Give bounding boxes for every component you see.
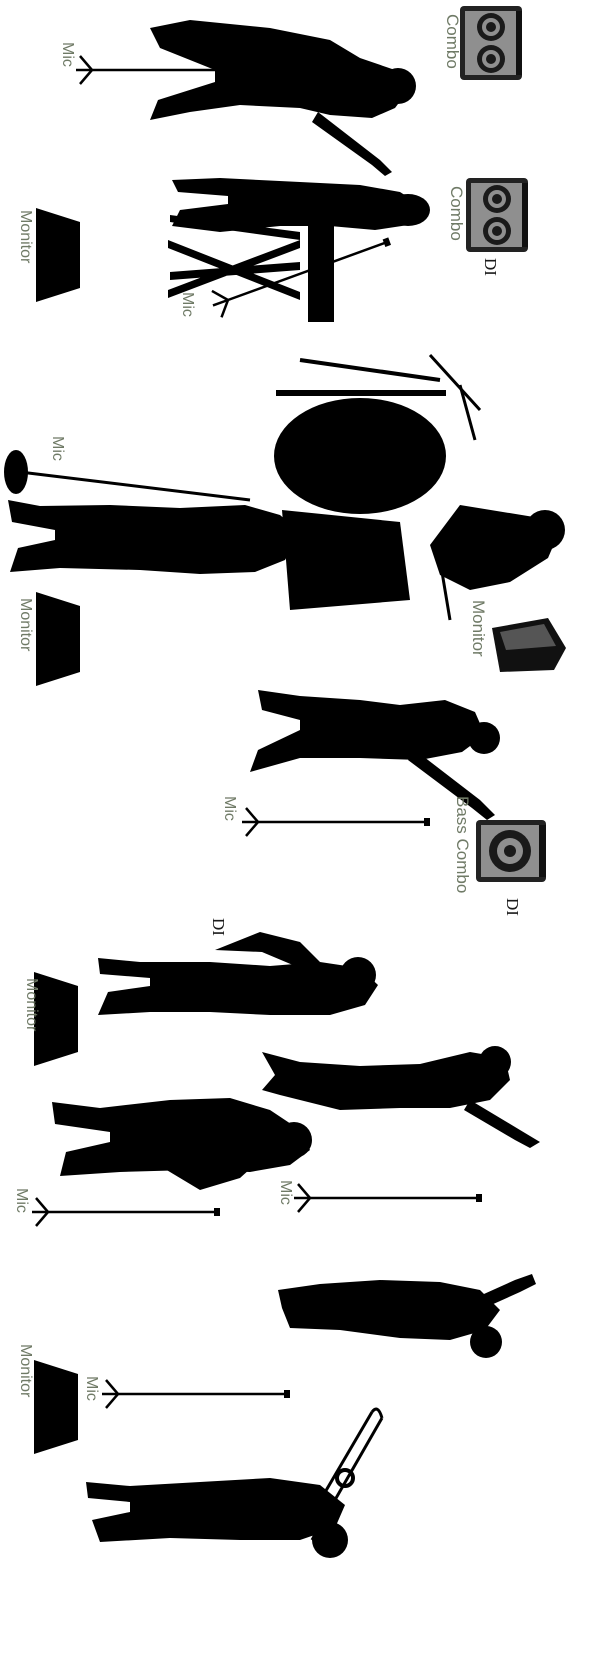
mic-label: Mic <box>178 292 196 317</box>
drum-kit-icon <box>274 355 565 620</box>
floor-wedge-monitor-icon <box>34 972 78 1066</box>
di-label: DI <box>208 918 228 936</box>
floor-wedge-monitor-icon <box>36 592 80 686</box>
floor-wedge-monitor-icon <box>34 1360 78 1454</box>
di-label: DI <box>502 898 522 916</box>
trumpet-player-icon <box>278 1274 536 1358</box>
combo-amp-icon <box>466 178 528 252</box>
guitar-player-1-icon <box>150 20 416 176</box>
mic-stand-icon <box>294 1184 482 1212</box>
mic-label: Mic <box>58 42 76 67</box>
monitor-label: Monitor <box>22 978 40 1031</box>
mic-stand-icon <box>242 808 430 836</box>
saxophone-player-icon <box>52 1098 312 1190</box>
combo-amp-icon <box>460 6 522 80</box>
bass-combo-label: Bass Combo <box>452 796 472 893</box>
mic-label: Mic <box>12 1188 30 1213</box>
monitor-label: Monitor <box>16 1344 34 1397</box>
floor-wedge-monitor-icon <box>36 208 80 302</box>
combo-label: Combo <box>442 14 462 69</box>
monitor-label: Monitor <box>16 598 34 651</box>
mic-label: Mic <box>48 436 66 461</box>
side-fill-monitor-icon <box>492 618 566 672</box>
mic-label: Mic <box>82 1376 100 1401</box>
mic-label: Mic <box>276 1180 294 1205</box>
saxophone-player-icon <box>98 932 378 1015</box>
monitor-label: Monitor <box>16 210 34 263</box>
combo-label: Combo <box>446 186 466 241</box>
keyboard-player-icon <box>168 178 430 322</box>
vocal-mic-stand-icon <box>4 450 250 500</box>
mic-label: Mic <box>220 796 238 821</box>
bass-combo-amp-icon <box>476 820 546 882</box>
mic-stand-icon <box>32 1198 220 1226</box>
di-label: DI <box>480 258 500 276</box>
mic-stand-icon <box>102 1380 290 1408</box>
vocalist-icon <box>8 500 300 574</box>
monitor-label: Monitor <box>468 600 488 657</box>
